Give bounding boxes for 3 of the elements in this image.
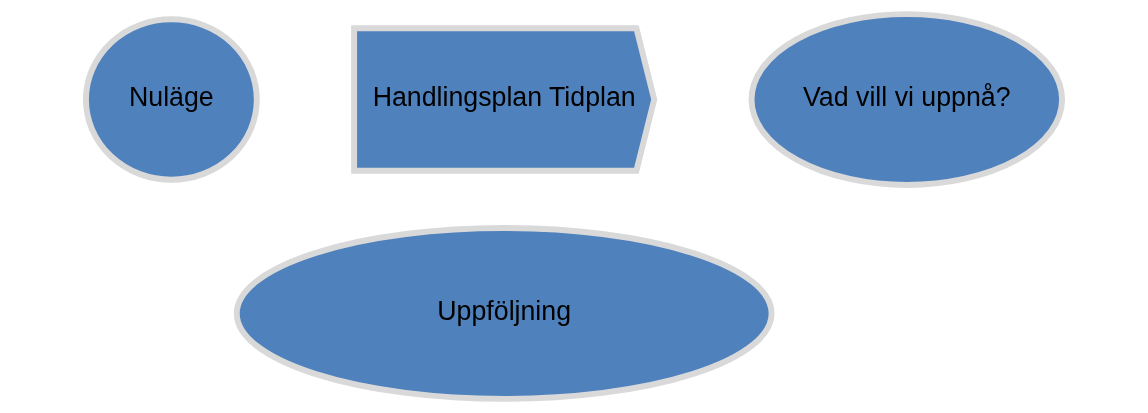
node-ellipse: Vad vill vi uppnå? [748, 11, 1066, 188]
node-ellipse: Uppföljning [233, 225, 775, 402]
node-circle: Nuläge [82, 16, 260, 183]
